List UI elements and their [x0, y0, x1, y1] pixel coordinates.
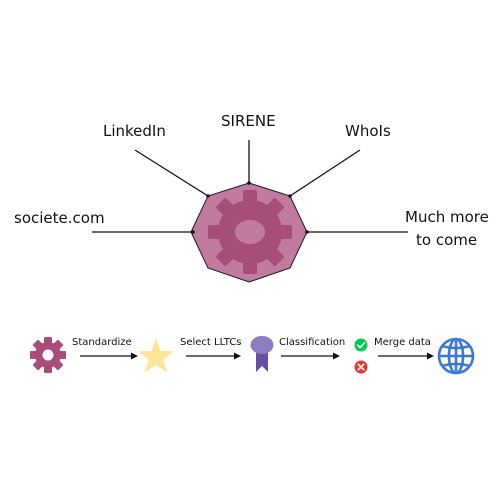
- standardize-gear-icon: [30, 337, 66, 373]
- step-label-classification: Classification: [279, 337, 346, 348]
- connector-dot: [191, 230, 195, 234]
- hub-gear-icon: [208, 190, 292, 274]
- connector-linkedin: [134, 149, 209, 197]
- connector-dot: [305, 230, 309, 234]
- source-label-whois: WhoIs: [345, 122, 391, 140]
- classification-badge-icon: [250, 336, 274, 372]
- source-label-linkedin: LinkedIn: [103, 122, 166, 140]
- step-label-select: Select LLTCs: [180, 337, 242, 348]
- globe-icon: [437, 337, 475, 375]
- source-label-sirene: SIRENE: [221, 112, 276, 130]
- select-star-icon: [137, 338, 175, 373]
- step-label-merge: Merge data: [374, 337, 431, 348]
- connector-dot: [206, 194, 210, 198]
- cross-icon: [354, 360, 368, 374]
- source-label-more-line1: Much more: [405, 208, 489, 226]
- check-icon: [354, 338, 368, 352]
- arrow-4: [378, 352, 434, 360]
- arrow-2: [186, 352, 241, 360]
- connector-whois: [289, 149, 361, 197]
- connector-dot: [247, 181, 251, 185]
- arrow-3: [281, 352, 340, 360]
- connector-dot: [288, 194, 292, 198]
- source-label-societe: societe.com: [14, 209, 105, 227]
- step-label-standardize: Standardize: [72, 337, 132, 348]
- source-label-more-line2: to come: [416, 231, 478, 249]
- arrow-1: [80, 352, 138, 360]
